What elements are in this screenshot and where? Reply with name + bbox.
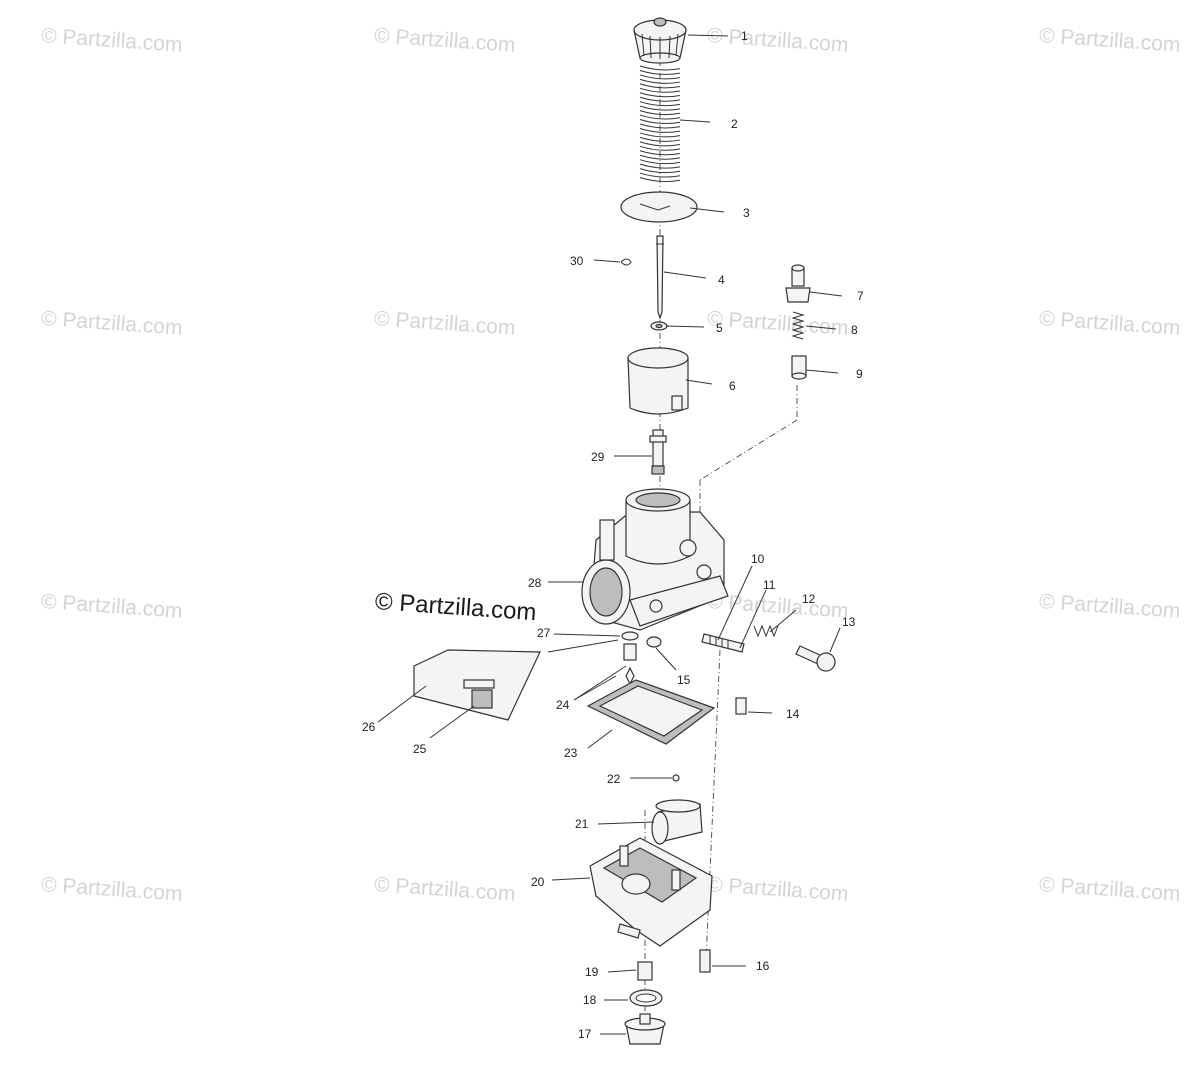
callout-18[interactable]: 18: [583, 993, 597, 1007]
callout-9[interactable]: 9: [856, 367, 863, 381]
part-cap: [633, 17, 687, 64]
callout-25[interactable]: 25: [413, 742, 427, 756]
callout-20[interactable]: 20: [531, 875, 545, 889]
part-washer-small: [646, 636, 662, 648]
callout-23[interactable]: 23: [564, 746, 578, 760]
part-drain-plug: [624, 1013, 666, 1045]
part-plate: [620, 191, 698, 223]
part-gasket: [586, 679, 716, 745]
part-small-spring: [791, 311, 805, 340]
callout-28[interactable]: 28: [528, 576, 542, 590]
callout-13[interactable]: 13: [842, 615, 856, 629]
part-spring: [639, 65, 681, 183]
callout-2[interactable]: 2: [731, 117, 738, 131]
part-throttle-valve: [627, 347, 689, 415]
callout-15[interactable]: 15: [677, 673, 691, 687]
pilot-axis-line: [699, 419, 798, 481]
part-float-valve: [621, 631, 639, 686]
callout-1[interactable]: 1: [741, 29, 748, 43]
callout-6[interactable]: 6: [729, 379, 736, 393]
bolt-axis-line: [705, 649, 721, 961]
callout-27[interactable]: 27: [537, 626, 551, 640]
part-bolt: [735, 697, 747, 715]
callout-17[interactable]: 17: [578, 1027, 592, 1041]
callout-21[interactable]: 21: [575, 817, 589, 831]
leader-lines: [377, 34, 843, 1035]
part-needle: [656, 235, 664, 320]
callout-11[interactable]: 11: [763, 578, 776, 592]
callout-14[interactable]: 14: [786, 707, 800, 721]
part-idle-knob: [795, 645, 836, 672]
callout-10[interactable]: 10: [751, 552, 765, 566]
part-pilot-air-jet: [785, 264, 811, 303]
part-throttle-stop-screw: [701, 633, 745, 653]
callout-19[interactable]: 19: [585, 965, 599, 979]
part-clip: [620, 258, 632, 266]
part-main-jet: [637, 961, 653, 981]
callout-22[interactable]: 22: [607, 772, 621, 786]
part-float: [651, 799, 703, 845]
callout-30[interactable]: 30: [570, 254, 584, 268]
callout-7[interactable]: 7: [857, 289, 864, 303]
callout-8[interactable]: 8: [851, 323, 858, 337]
part-bowl-screw: [699, 949, 711, 973]
callout-16[interactable]: 16: [756, 959, 770, 973]
part-washer-hole: [655, 323, 663, 329]
callout-4[interactable]: 4: [718, 273, 725, 287]
part-idle-spring: [753, 624, 779, 638]
part-carburetor-body: [581, 488, 729, 631]
callout-12[interactable]: 12: [802, 592, 816, 606]
part-needle-jet: [649, 429, 667, 475]
callout-24[interactable]: 24: [556, 698, 570, 712]
part-starter-plunger: [791, 355, 807, 380]
callout-26[interactable]: 26: [362, 720, 376, 734]
part-float-bowl: [589, 837, 713, 947]
callout-3[interactable]: 3: [743, 206, 750, 220]
callout-5[interactable]: 5: [716, 321, 723, 335]
part-float-pin: [672, 774, 680, 782]
callout-29[interactable]: 29: [591, 450, 605, 464]
part-diaphragm-cover: [413, 639, 619, 721]
